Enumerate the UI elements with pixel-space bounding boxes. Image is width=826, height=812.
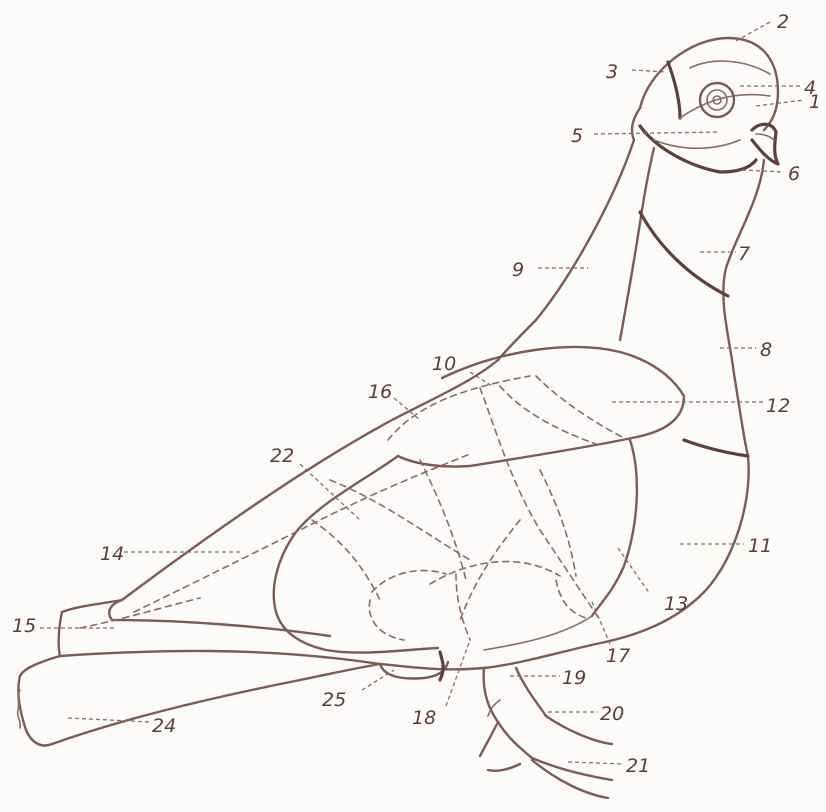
label-22: 22 [270, 445, 294, 467]
pigeon-tail [18, 454, 470, 745]
pigeon-neck [498, 140, 764, 456]
label-4: 4 [804, 77, 816, 99]
label-2: 2 [777, 11, 789, 33]
label-10: 10 [432, 353, 456, 375]
label-16: 16 [368, 381, 392, 403]
part-labels: 1 2 3 4 5 6 7 8 9 10 11 12 13 14 15 16 1… [12, 11, 821, 777]
label-11: 11 [748, 535, 772, 557]
label-19: 19 [562, 667, 586, 689]
label-25: 25 [322, 689, 346, 711]
label-12: 12 [766, 395, 790, 417]
label-13: 13 [664, 593, 688, 615]
label-17: 17 [606, 645, 630, 667]
label-24: 24 [152, 715, 176, 737]
label-18: 18 [412, 707, 436, 729]
leader-lines [40, 22, 804, 764]
label-14: 14 [100, 543, 124, 565]
pigeon-wing [274, 347, 684, 653]
label-7: 7 [738, 243, 750, 265]
label-5: 5 [571, 125, 583, 147]
label-3: 3 [606, 61, 618, 83]
label-20: 20 [600, 703, 624, 725]
label-21: 21 [626, 755, 650, 777]
label-6: 6 [788, 163, 800, 185]
label-9: 9 [512, 259, 524, 281]
label-15: 15 [12, 615, 36, 637]
label-8: 8 [760, 339, 772, 361]
